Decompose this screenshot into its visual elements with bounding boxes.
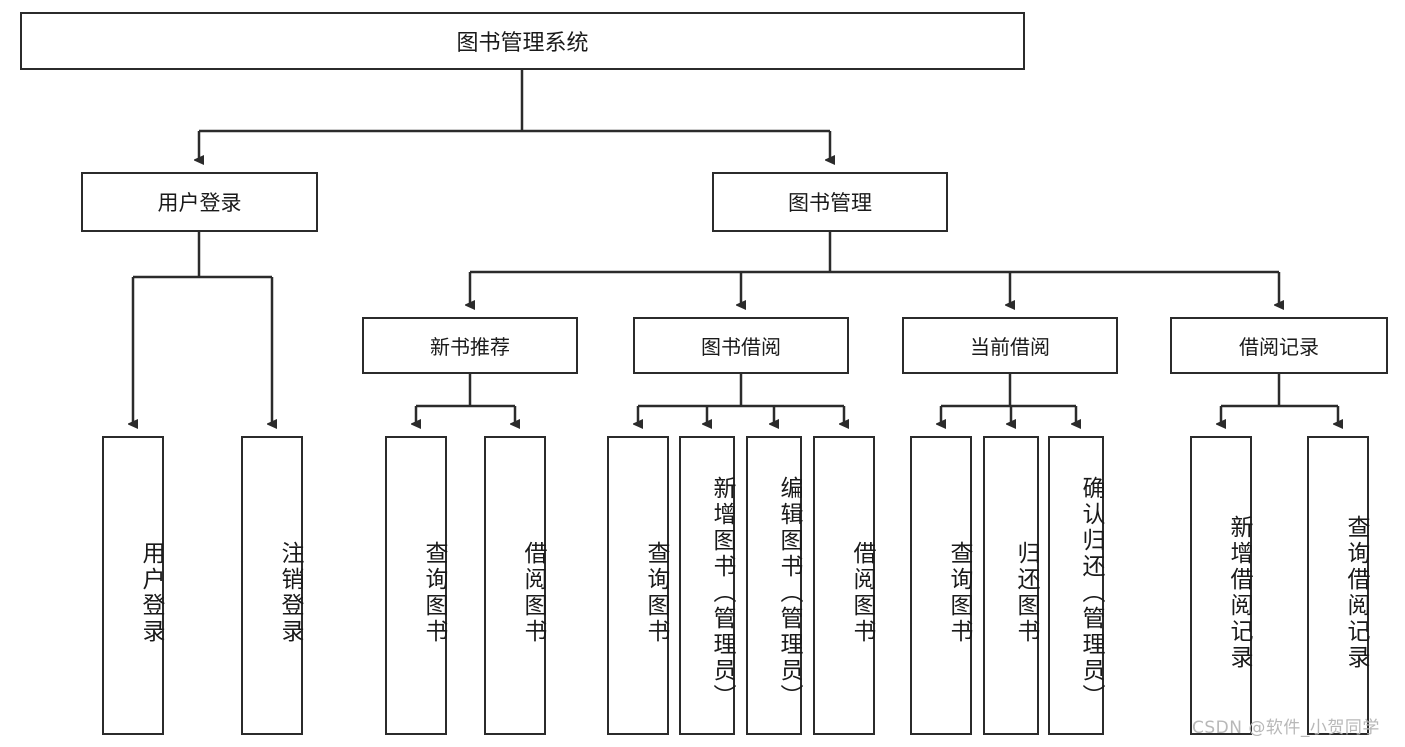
- leaf-add-record-label: 新增借阅记录: [1226, 514, 1252, 671]
- leaf-add-book[interactable]: 新增图书（管理员）: [679, 436, 735, 735]
- leaf-borrow-book-rec[interactable]: 借阅图书: [484, 436, 546, 735]
- leaf-query-book-current-label: 查询图书: [946, 540, 972, 645]
- leaf-return-book-label: 归还图书: [1013, 540, 1039, 645]
- leaf-query-record-label: 查询借阅记录: [1343, 514, 1369, 671]
- node-book-manage-label: 图书管理: [788, 191, 872, 215]
- leaf-add-record[interactable]: 新增借阅记录: [1190, 436, 1252, 735]
- node-book-manage[interactable]: 图书管理: [712, 172, 948, 232]
- leaf-query-book-current[interactable]: 查询图书: [910, 436, 972, 735]
- node-current-borrow-label: 当前借阅: [970, 335, 1050, 359]
- node-book-borrow-label: 图书借阅: [701, 335, 781, 359]
- node-user-login-label: 用户登录: [157, 191, 242, 215]
- node-borrow-record-label: 借阅记录: [1239, 335, 1319, 359]
- leaf-confirm-return[interactable]: 确认归还（管理员）: [1048, 436, 1104, 735]
- leaf-user-login[interactable]: 用户登录: [102, 436, 164, 735]
- leaf-return-book[interactable]: 归还图书: [983, 436, 1039, 735]
- leaf-edit-book[interactable]: 编辑图书（管理员）: [746, 436, 802, 735]
- leaf-add-book-label: 新增图书（管理员）: [709, 475, 735, 710]
- node-root-label: 图书管理系统: [456, 31, 589, 56]
- node-new-book-rec[interactable]: 新书推荐: [362, 317, 578, 374]
- csdn-watermark: CSDN @软件_小贺同学: [1192, 718, 1380, 738]
- leaf-borrow-book-rec-label: 借阅图书: [520, 540, 546, 645]
- leaf-user-login-label: 用户登录: [138, 540, 164, 645]
- leaf-query-book-rec[interactable]: 查询图书: [385, 436, 447, 735]
- leaf-confirm-return-label: 确认归还（管理员）: [1078, 475, 1104, 710]
- node-user-login[interactable]: 用户登录: [81, 172, 318, 232]
- leaf-query-book-borrow-label: 查询图书: [643, 540, 669, 645]
- node-book-borrow[interactable]: 图书借阅: [633, 317, 849, 374]
- node-borrow-record[interactable]: 借阅记录: [1170, 317, 1388, 374]
- node-current-borrow[interactable]: 当前借阅: [902, 317, 1118, 374]
- node-new-book-rec-label: 新书推荐: [430, 335, 510, 359]
- leaf-query-record[interactable]: 查询借阅记录: [1307, 436, 1369, 735]
- leaf-borrow-book[interactable]: 借阅图书: [813, 436, 875, 735]
- leaf-borrow-book-label: 借阅图书: [849, 540, 875, 645]
- leaf-query-book-borrow[interactable]: 查询图书: [607, 436, 669, 735]
- leaf-user-logout[interactable]: 注销登录: [241, 436, 303, 735]
- node-root[interactable]: 图书管理系统: [20, 12, 1025, 70]
- leaf-query-book-rec-label: 查询图书: [421, 540, 447, 645]
- leaf-edit-book-label: 编辑图书（管理员）: [776, 475, 802, 710]
- leaf-user-logout-label: 注销登录: [277, 540, 303, 645]
